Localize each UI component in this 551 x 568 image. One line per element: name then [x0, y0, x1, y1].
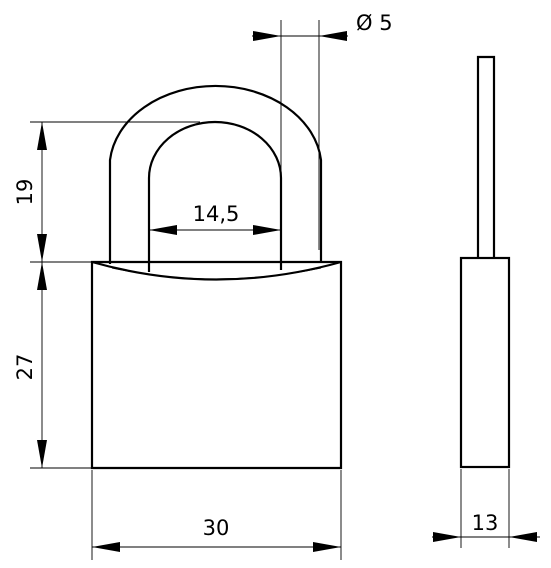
dimension-label-shackle-height: 19 — [13, 179, 37, 206]
dimension-shackle-height: 19 — [13, 122, 47, 262]
dimension-body-width: 30 — [92, 516, 341, 552]
extension-lines — [30, 20, 510, 560]
side-body — [459, 256, 511, 469]
padlock-body-top-inner-curve — [111, 267, 322, 280]
side-shackle — [476, 55, 496, 258]
dimension-shackle-diameter: Ø 5 — [252, 11, 393, 41]
shackle-outer — [108, 84, 323, 264]
dimension-label-inner-width: 14,5 — [193, 202, 240, 226]
dimension-label-shackle-diameter: Ø 5 — [356, 11, 393, 35]
dimension-inner-width: 14,5 — [149, 202, 281, 235]
dimension-label-thickness: 13 — [472, 511, 499, 535]
dimension-thickness: 13 — [432, 511, 540, 542]
dimension-label-body-width: 30 — [203, 516, 230, 540]
front-view — [90, 84, 343, 470]
shackle-inner — [147, 120, 283, 272]
padlock-body-outline — [90, 260, 343, 470]
dimension-label-body-height: 27 — [13, 354, 37, 381]
dimension-body-height: 27 — [13, 262, 47, 468]
padlock-body-top-curve — [91, 260, 342, 281]
side-view — [459, 55, 511, 469]
